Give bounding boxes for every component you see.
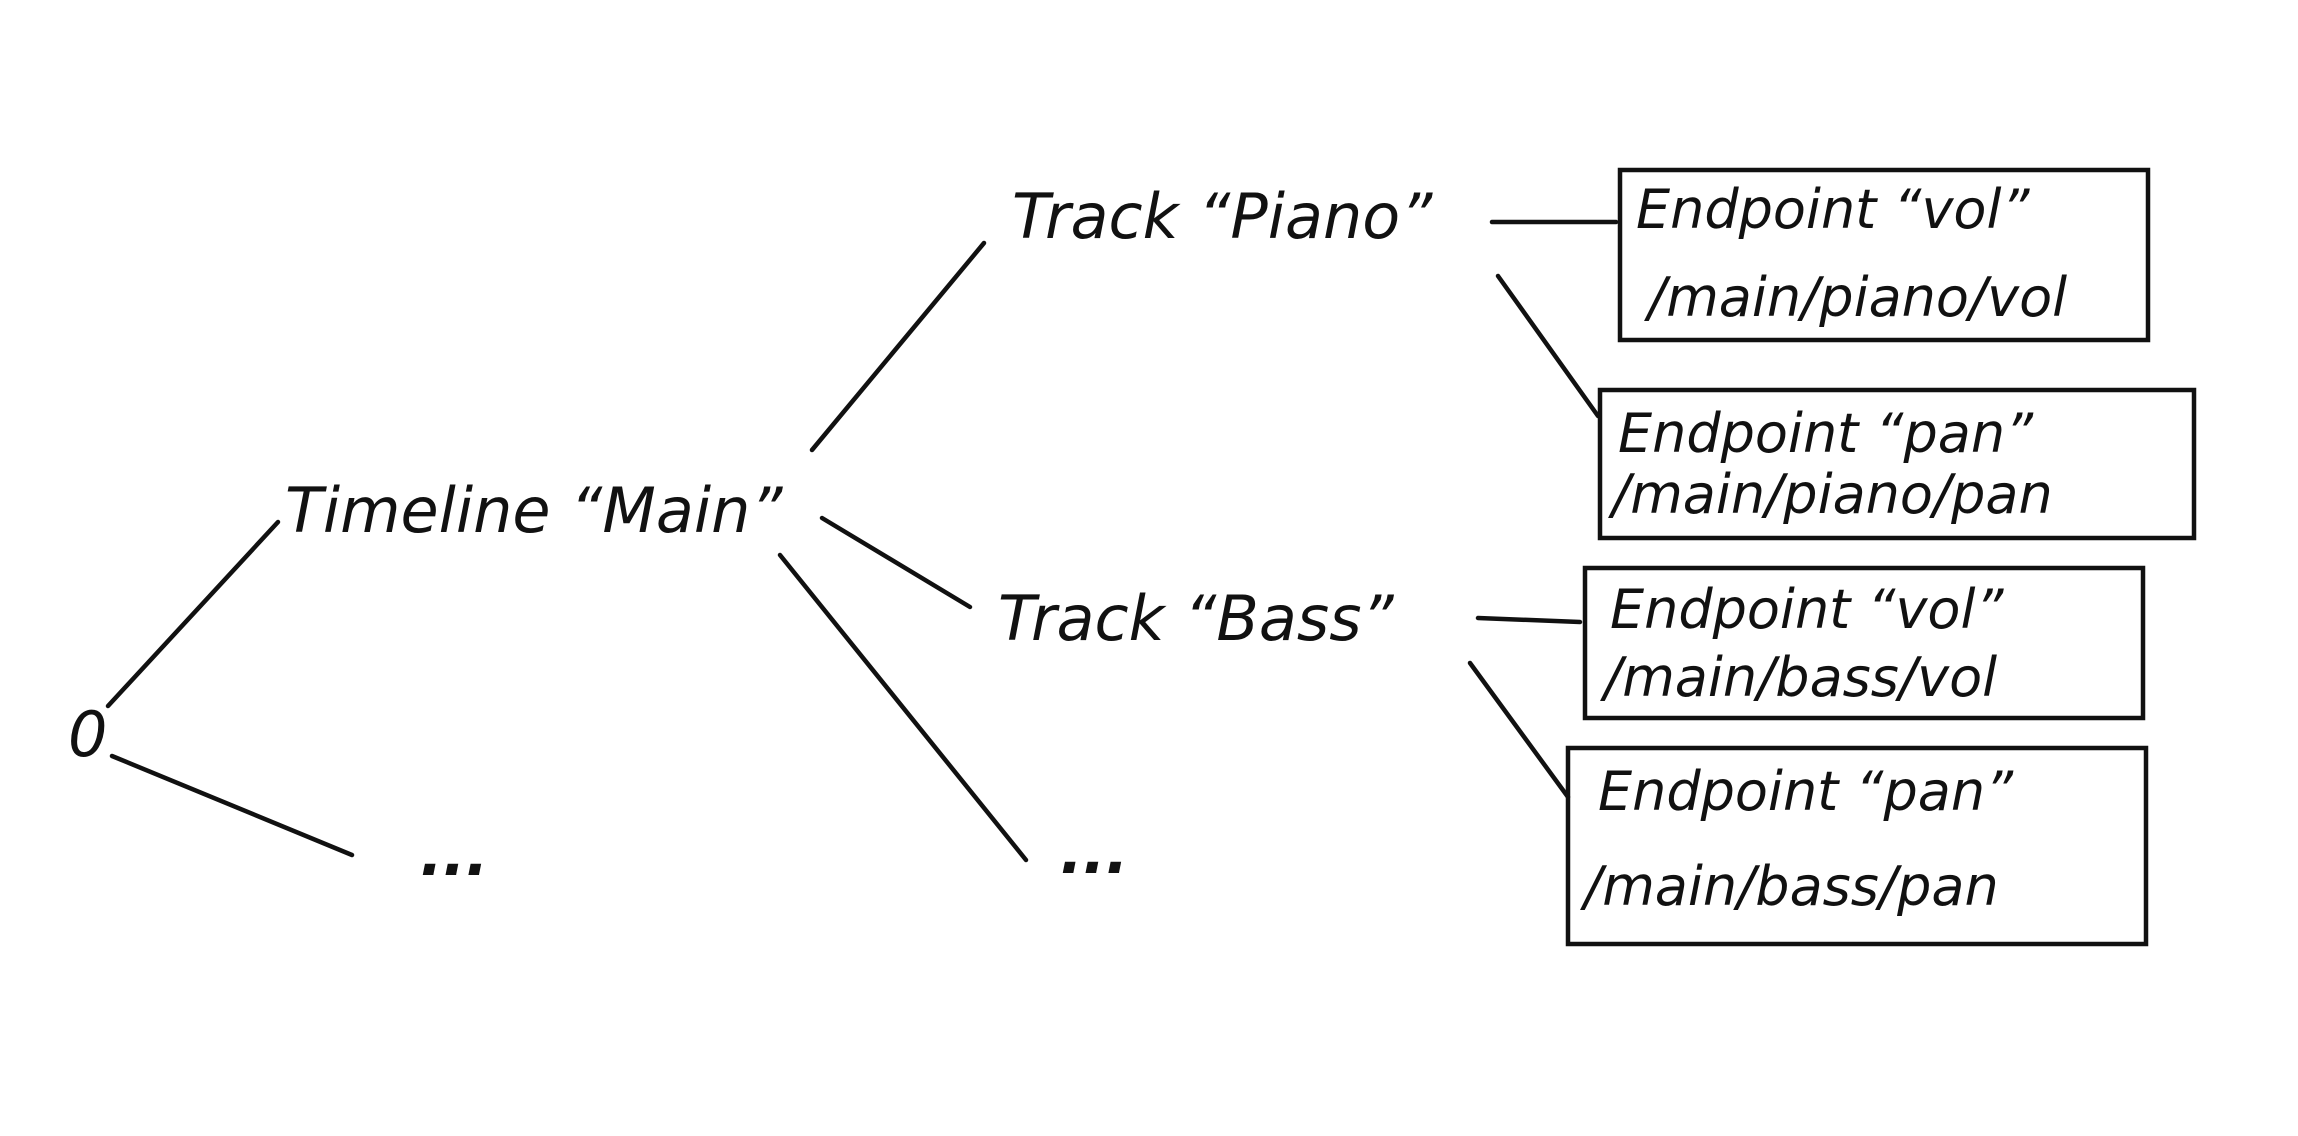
- endpoint-box-bass-pan: [1565, 745, 2149, 947]
- edge-timeline-bass: [819, 515, 973, 610]
- edge-bass-vol: [1475, 615, 1583, 625]
- endpoint-box-piano-vol: [1617, 167, 2151, 343]
- edge-bass-pan: [1467, 660, 1571, 800]
- tracks-ellipsis: ...: [1060, 818, 1128, 888]
- edge-root-ellipsis: [109, 753, 355, 858]
- edge-timeline-ellipsis: [777, 552, 1029, 863]
- endpoint-box-piano-pan: [1597, 387, 2197, 541]
- edge-timeline-piano: [809, 240, 987, 453]
- endpoint-path-bass-pan: /main/bass/pan: [1580, 855, 1999, 918]
- endpoint-path-bass-vol: /main/bass/vol: [1600, 646, 1997, 709]
- endpoint-title-piano-pan: Endpoint “pan”: [1618, 402, 2034, 465]
- endpoint-box-bass-vol: [1582, 565, 2146, 721]
- edge-piano-pan: [1495, 273, 1601, 419]
- root-label: 0: [68, 698, 107, 771]
- timeline-label: Timeline “Main”: [285, 474, 783, 547]
- endpoint-path-piano-pan: /main/piano/pan: [1608, 463, 2053, 526]
- endpoint-title-bass-vol: Endpoint “vol”: [1610, 578, 2004, 641]
- endpoint-path-piano-vol: /main/piano/vol: [1644, 266, 2067, 329]
- track-label-bass: Track “Bass”: [998, 582, 1394, 655]
- track-label-piano: Track “Piano”: [1012, 180, 1433, 253]
- endpoint-title-bass-pan: Endpoint “pan”: [1598, 760, 2014, 823]
- timeline-sibling-ellipsis: ...: [420, 820, 488, 890]
- endpoint-title-piano-vol: Endpoint “vol”: [1636, 178, 2030, 241]
- edge-root-timeline: [105, 519, 281, 709]
